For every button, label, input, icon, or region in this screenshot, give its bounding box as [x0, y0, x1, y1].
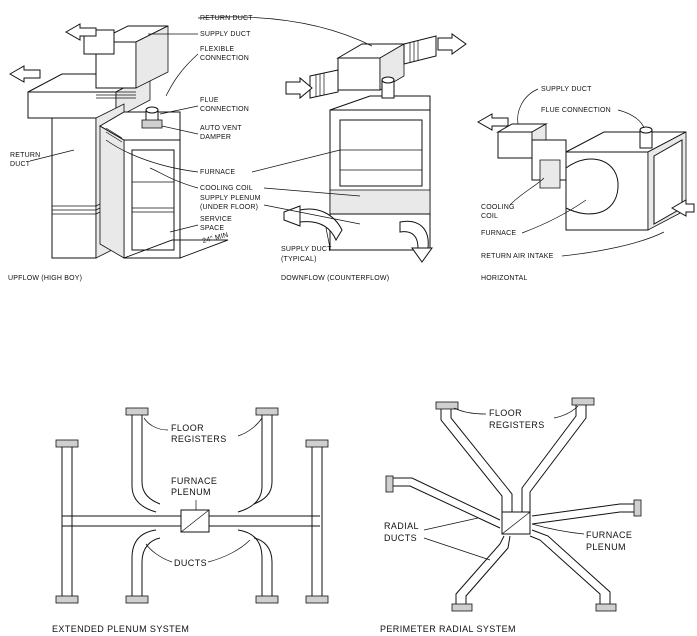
- label-cooling-right: COOLING: [481, 204, 515, 211]
- label-space: SPACE: [200, 225, 224, 232]
- label-coil-right: COIL: [481, 213, 498, 220]
- horizontal-furnace-drawing: [476, 113, 695, 231]
- label-supply-duct-typical: SUPPLY DUCT: [281, 246, 332, 253]
- label-supply-duct: SUPPLY DUCT: [200, 31, 251, 38]
- label-ducts-left: DUCTS: [174, 558, 207, 568]
- perimeter-radial-labels: FLOOR REGISTERS RADIAL DUCTS FURNACE PLE…: [380, 405, 632, 634]
- caption-downflow: DOWNFLOW (COUNTERFLOW): [281, 275, 389, 282]
- label-plenum-left: PLENUM: [171, 487, 211, 497]
- label-damper: DAMPER: [200, 134, 231, 141]
- upflow-furnace-drawing: [8, 23, 229, 259]
- horizontal-labels: SUPPLY DUCT FLUE CONNECTION COOLING COIL…: [481, 86, 665, 282]
- label-under-floor: (UNDER FLOOR): [200, 204, 258, 211]
- label-registers-left: REGISTERS: [171, 434, 227, 444]
- label-auto-vent: AUTO VENT: [200, 125, 242, 132]
- label-registers-right: REGISTERS: [489, 420, 545, 430]
- label-service: SERVICE: [200, 216, 232, 223]
- caption-perimeter: PERIMETER RADIAL SYSTEM: [380, 624, 516, 634]
- label-flue: FLUE: [200, 97, 219, 104]
- label-cooling-coil: COOLING COIL: [200, 185, 253, 192]
- label-furnace-mid: FURNACE: [200, 169, 235, 176]
- label-connection: CONNECTION: [200, 55, 249, 62]
- label-supply-plenum: SUPPLY PLENUM: [200, 195, 261, 202]
- caption-horizontal: HORIZONTAL: [481, 275, 528, 282]
- extended-plenum-labels: FLOOR REGISTERS FURNACE PLENUM DUCTS EXT…: [52, 417, 263, 634]
- label-supply-duct-right: SUPPLY DUCT: [541, 86, 592, 93]
- extended-plenum-drawing: [55, 407, 329, 604]
- label-radial: RADIAL: [384, 521, 419, 531]
- label-ducts-right: DUCTS: [384, 533, 417, 543]
- label-flue-connection: CONNECTION: [200, 106, 249, 113]
- label-24-min: 24" MIN: [202, 232, 229, 245]
- perimeter-radial-drawing: [385, 397, 642, 612]
- label-plenum-right: PLENUM: [586, 542, 626, 552]
- label-furnace-plenum-left: FURNACE: [171, 476, 217, 486]
- label-furnace-plenum-right: FURNACE: [586, 530, 632, 540]
- label-return-left: RETURN: [10, 152, 40, 159]
- label-return-duct: RETURN DUCT: [200, 15, 253, 22]
- label-flexible: FLEXIBLE: [200, 46, 234, 53]
- caption-upflow: UPFLOW (HIGH BOY): [8, 275, 82, 282]
- downflow-furnace-drawing: [283, 33, 467, 263]
- label-floor-right: FLOOR: [489, 408, 522, 418]
- label-typical: (TYPICAL): [281, 256, 317, 263]
- caption-extended: EXTENDED PLENUM SYSTEM: [52, 624, 189, 634]
- label-return-air-intake: RETURN AIR INTAKE: [481, 253, 554, 260]
- label-flue-connection-right: FLUE CONNECTION: [541, 107, 611, 114]
- label-duct-left: DUCT: [10, 161, 31, 168]
- label-floor-left: FLOOR: [171, 423, 204, 433]
- label-furnace-right: FURNACE: [481, 230, 516, 237]
